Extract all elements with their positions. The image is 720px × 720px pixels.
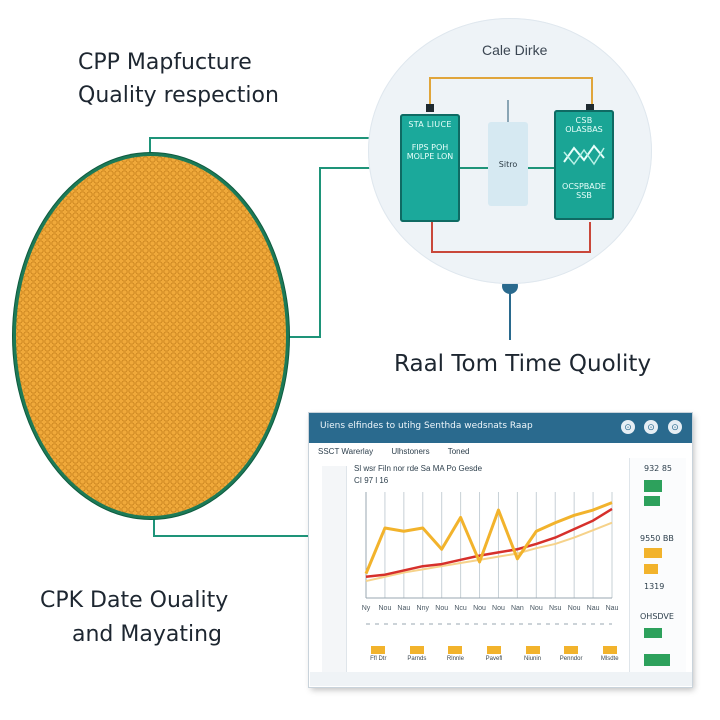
chart-x-tick-label: Nny bbox=[417, 605, 430, 612]
inset-card-left-line-3: MOLPE LON bbox=[406, 152, 454, 161]
chart-x-tick-label: Ny bbox=[362, 605, 371, 612]
legend-item: Penndor bbox=[555, 646, 588, 662]
dashboard-tab-3[interactable]: Toned bbox=[447, 447, 470, 456]
chart-x-tick-label: Nou bbox=[568, 605, 581, 612]
legend-swatch bbox=[448, 646, 463, 654]
stat-value-3: 1319 bbox=[644, 582, 665, 591]
stat-icon-2 bbox=[644, 496, 660, 506]
inset-wire-pin-1 bbox=[426, 104, 434, 112]
legend-label: Mlsdte bbox=[600, 656, 619, 662]
chart-x-tick-label: Nou bbox=[492, 605, 505, 612]
chart-x-tick-label: Nsu bbox=[549, 605, 562, 612]
inset-card-middle: Sitro bbox=[488, 122, 528, 206]
chart-x-tick-label: Nan bbox=[511, 605, 524, 612]
inset-card-right-line-4: SSB bbox=[576, 191, 592, 200]
legend-label: Pavefl bbox=[485, 656, 503, 662]
chart-series-line-2 bbox=[365, 507, 613, 579]
legend-item: Niunin bbox=[516, 646, 549, 662]
main-title-line-2: Quality respection bbox=[78, 83, 279, 108]
connector-wafer-right-to-inset bbox=[280, 167, 396, 338]
chart-x-tick-label: Nau bbox=[606, 605, 619, 612]
main-title-line-1: CPP Mapfucture bbox=[78, 50, 252, 75]
stat-icon-6 bbox=[644, 654, 670, 666]
dashboard-window bbox=[309, 413, 692, 687]
legend-item: Pavefl bbox=[478, 646, 511, 662]
legend-label: Penndor bbox=[559, 656, 583, 662]
inset-card-left-line-1: STA LIUCE bbox=[408, 120, 452, 129]
legend-swatch bbox=[409, 646, 424, 654]
legend-item: Rlnnle bbox=[439, 646, 472, 662]
quality-line-chart: Ny Nou Nau Nny Nou Ncu Nou Nou Nan Nou Nsu Nou Nau Na… bbox=[362, 492, 619, 625]
legend-swatch bbox=[602, 646, 617, 654]
inset-card-right-line-1: CSB bbox=[575, 116, 593, 125]
legend-label: Niunin bbox=[524, 656, 542, 662]
chart-legend: Ffl Dtr Parnds Rlnnle Pavefl Niunin Penndor Ml… bbox=[356, 646, 626, 668]
chart-x-tick-label: Nou bbox=[473, 605, 486, 612]
stat-icon-1 bbox=[644, 480, 662, 492]
chart-series-line-1 bbox=[364, 501, 613, 575]
inset-title: Cale Dirke bbox=[482, 42, 548, 58]
legend-swatch bbox=[486, 646, 501, 654]
cpk-caption: CPK Date Ouality and Mayating bbox=[40, 584, 228, 652]
inset-card-right-graph-icon bbox=[563, 144, 605, 166]
window-button-3[interactable]: ⊙ bbox=[668, 420, 682, 434]
legend-label: Parnds bbox=[407, 656, 427, 662]
legend-label: Rlnnle bbox=[446, 656, 464, 662]
chart-subheader-label: CI 97 l 16 bbox=[354, 476, 389, 485]
legend-item: Mlsdte bbox=[593, 646, 626, 662]
dashboard-side-rail bbox=[322, 466, 346, 678]
cpk-caption-line-1: CPK Date Ouality bbox=[40, 588, 229, 613]
dashboard-tabs: SSCT Warerlay Ulhstoners Toned bbox=[318, 447, 485, 456]
main-title: CPP Mapfucture Quality respection bbox=[78, 46, 338, 112]
legend-label: Ffl Dtr bbox=[370, 656, 387, 662]
inset-card-left: STA LIUCE FIPS POH MOLPE LON bbox=[400, 114, 460, 222]
chart-series-line-3 bbox=[365, 521, 613, 583]
real-time-quality-caption: Raal Tom Time Quolity bbox=[394, 351, 652, 377]
chart-x-tick-label: Nou bbox=[379, 605, 392, 612]
stat-icon-3 bbox=[644, 548, 662, 558]
wafer-chip bbox=[16, 156, 286, 516]
dashboard-tab-2[interactable]: Ulhstoners bbox=[391, 447, 430, 456]
dashboard-status-bar bbox=[310, 672, 692, 686]
stat-value-4: OHSDVE bbox=[640, 612, 674, 621]
chart-x-tick-label: Nau bbox=[587, 605, 600, 612]
legend-item: Ffl Dtr bbox=[362, 646, 395, 662]
chart-x-tick-label: Nau bbox=[397, 605, 410, 612]
window-button-1[interactable]: ⊙ bbox=[621, 420, 635, 434]
legend-swatch bbox=[564, 646, 579, 654]
inset-wire-bottom bbox=[431, 222, 591, 253]
legend-item: Parnds bbox=[401, 646, 434, 662]
chart-x-tick-label: Ncu bbox=[454, 605, 467, 612]
stat-value-2: 9550 BB bbox=[640, 534, 674, 543]
dashboard-title: Uiens elfindes to utihg Senthda wedsnats… bbox=[320, 421, 533, 431]
stat-value-1: 932 85 bbox=[644, 464, 672, 473]
inset-card-right-line-3: OCSPBADE bbox=[562, 182, 606, 191]
inset-card-right: CSB OLASBAS OCSPBADE SSB bbox=[554, 110, 614, 220]
stat-icon-4 bbox=[644, 564, 658, 574]
chart-header-label: Sl wsr Filn nor rde Sa MA Po Gesde bbox=[354, 464, 483, 473]
dashboard-tab-1[interactable]: SSCT Warerlay bbox=[318, 447, 374, 456]
inset-wire-pin-2 bbox=[586, 104, 594, 112]
inset-card-left-line-2: FIPS POH bbox=[411, 143, 449, 152]
cpk-caption-line-2: and Mayating bbox=[72, 622, 222, 647]
inset-card-right-line-2: OLASBAS bbox=[565, 125, 603, 134]
chart-x-tick-label: Nou bbox=[530, 605, 543, 612]
chart-x-tick-label: Nou bbox=[435, 605, 448, 612]
stat-icon-5 bbox=[644, 628, 662, 638]
inset-wire-top bbox=[429, 77, 593, 108]
legend-swatch bbox=[525, 646, 540, 654]
window-button-2[interactable]: ⊙ bbox=[644, 420, 658, 434]
legend-swatch bbox=[371, 646, 386, 654]
